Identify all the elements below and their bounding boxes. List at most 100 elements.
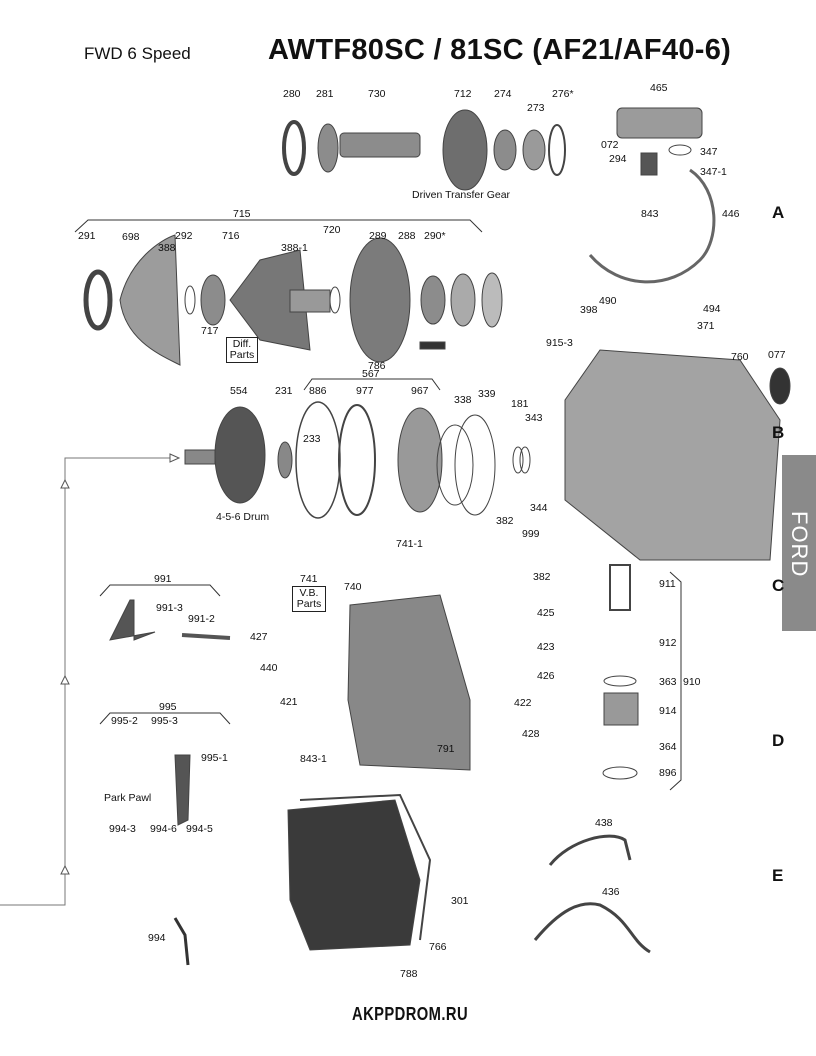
part-label: 995-2 [111, 715, 138, 727]
section-label-d: D [772, 731, 785, 750]
part-label: 991-3 [156, 602, 183, 614]
gear-720 [349, 237, 411, 363]
part-label: 281 [316, 88, 334, 100]
rod-991-2 [181, 633, 231, 640]
part-label: 339 [478, 388, 496, 400]
seal-077 [769, 367, 791, 405]
bracket-715 [74, 219, 483, 233]
piston-914 [603, 692, 639, 726]
caption-driven-gear: Driven Transfer Gear [412, 189, 511, 201]
page-subtitle: FWD 6 Speed [84, 44, 191, 63]
part-label: 554 [230, 385, 248, 397]
shim-290 [481, 272, 503, 328]
valve-body-740 [347, 594, 471, 771]
part-label: 291 [78, 230, 96, 242]
part-label: 363 [659, 676, 677, 688]
part-label: 994-5 [186, 823, 213, 835]
part-label: 371 [697, 320, 715, 332]
part-label: 274 [494, 88, 512, 100]
part-label: 977 [356, 385, 374, 397]
part-label: 347-1 [700, 166, 727, 178]
part-label: 301 [451, 895, 469, 907]
harness-446 [588, 168, 716, 284]
part-label: 382 [496, 515, 514, 527]
section-label-c: C [772, 576, 785, 595]
part-label: 428 [522, 728, 540, 740]
bearing-292 [200, 274, 226, 326]
part-label: 292 [175, 230, 193, 242]
part-label: 995-3 [151, 715, 178, 727]
part-label: 788 [400, 968, 418, 980]
part-label: 231 [275, 385, 293, 397]
part-label: 421 [280, 696, 298, 708]
part-label: 967 [411, 385, 429, 397]
part-label: 490 [599, 295, 617, 307]
part-label: 740 [344, 581, 362, 593]
part-label: 717 [201, 325, 219, 337]
diff-shaft [289, 289, 331, 313]
part-label: 425 [537, 607, 555, 619]
part-label: 288 [398, 230, 416, 242]
part-label: 567 [362, 368, 380, 380]
part-label: 994-6 [150, 823, 177, 835]
vb-parts-box: V.B. Parts [292, 586, 326, 612]
gasket-766 [299, 793, 432, 941]
part-label: 712 [454, 88, 472, 100]
part-label: 294 [609, 153, 627, 165]
caption-drum: 4-5-6 Drum [216, 511, 270, 523]
part-label: 760 [731, 351, 749, 363]
part-label: 077 [768, 349, 786, 361]
part-label: 912 [659, 637, 677, 649]
part-label: 786 [368, 360, 386, 372]
bracket-995 [99, 712, 231, 725]
part-label: 698 [122, 231, 140, 243]
case-760 [564, 349, 781, 561]
bearing-289 [420, 275, 446, 325]
snap-ring-886 [295, 401, 341, 519]
part-label: 766 [429, 941, 447, 953]
sleeve-294 [640, 152, 658, 176]
part-label: 181 [511, 398, 529, 410]
part-label: 398 [580, 304, 598, 316]
bracket-567 [303, 378, 441, 391]
part-label: 911 [659, 578, 676, 590]
part-label: 364 [659, 741, 677, 753]
part-label: 280 [283, 88, 301, 100]
seal-339 [454, 414, 496, 516]
part-label: 915-3 [546, 337, 573, 349]
part-label: 422 [514, 697, 532, 709]
ring-363 [603, 675, 637, 687]
part-label: 465 [650, 82, 668, 94]
lever-991-3 [109, 599, 156, 641]
bearing-race-280 [282, 120, 306, 176]
part-label: 446 [722, 208, 740, 220]
part-label: 347 [700, 146, 718, 158]
switch-465 [616, 107, 703, 139]
part-label: 289 [369, 230, 387, 242]
ford-tab-label: FORD [787, 511, 812, 578]
part-label: 720 [323, 224, 341, 236]
bolt-786 [419, 341, 446, 350]
pawl-995-1 [174, 754, 191, 826]
ford-side-tab[interactable]: FORD [782, 455, 816, 631]
part-label: 273 [527, 102, 545, 114]
ring-347 [668, 144, 692, 156]
flow-line [0, 457, 178, 906]
race-288 [450, 273, 476, 327]
ring-896 [602, 766, 638, 780]
housing-698 [119, 234, 181, 366]
page-title: AWTF80SC / 81SC (AF21/AF40-6) [268, 34, 732, 66]
flow-arrow-icon [169, 453, 181, 463]
pan-301 [287, 799, 421, 951]
part-label: 436 [602, 886, 620, 898]
bracket-991 [99, 584, 221, 597]
part-label: 991-2 [188, 613, 215, 625]
gear-712 [442, 109, 488, 191]
part-label: 423 [537, 641, 555, 653]
watermark: AKPPDROM.RU [352, 1004, 469, 1024]
spring-911 [609, 564, 631, 611]
caption-park-pawl: Park Pawl [104, 792, 152, 804]
part-label: 994 [148, 932, 166, 944]
